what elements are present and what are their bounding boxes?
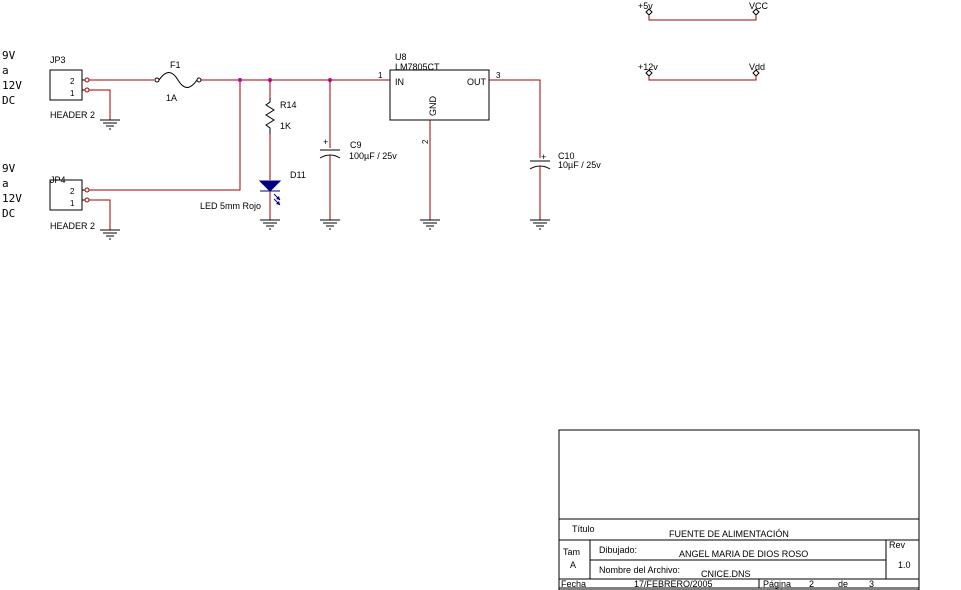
- size-label: Tam: [563, 547, 580, 557]
- regulator-body: [389, 69, 490, 121]
- jp4-body: [49, 179, 83, 211]
- ground-icon: [320, 219, 340, 230]
- c9-polarity: +: [323, 137, 328, 147]
- jp3-voltage-line-4: DC: [2, 94, 15, 107]
- jp3-body: [49, 69, 83, 101]
- regulator-pin-2: 2: [421, 139, 430, 144]
- regulator-ref: U8: [395, 52, 407, 62]
- regulator-gnd-label: GND: [428, 96, 438, 117]
- rail-12v-vdd: +12v Vdd: [638, 62, 765, 81]
- resistor-ref: R14: [280, 100, 297, 110]
- regulator-u8: U8 LM7805CT IN OUT GND 1 3 2: [378, 52, 501, 144]
- jp4-voltage-line-1: 9V: [2, 162, 16, 175]
- capacitor-c10: + C10 10µF / 25v: [529, 151, 601, 170]
- jp3-voltage-line-1: 9V: [2, 49, 16, 62]
- jp4-voltage-line-3: 12V: [2, 192, 22, 205]
- c10-value: 10µF / 25v: [558, 160, 601, 170]
- jp4-pin-1: 1: [70, 199, 75, 208]
- jp4-voltage-label: 9V a 12V DC: [2, 162, 22, 220]
- rail-5v-label: +5v: [638, 1, 653, 11]
- rail-12v-label: +12v: [638, 62, 658, 72]
- regulator-pin-3: 3: [496, 71, 501, 80]
- title-label: Título: [572, 524, 595, 534]
- page-of-label: de: [838, 579, 848, 589]
- led-ref: D11: [290, 170, 306, 180]
- title-block: Título FUENTE DE ALIMENTACIÓN Tam A Dibu…: [558, 429, 920, 590]
- jp4-voltage-line-4: DC: [2, 207, 15, 220]
- regulator-in-label: IN: [395, 77, 404, 87]
- page-value: 2: [809, 579, 814, 589]
- rev-value: 1.0: [898, 560, 911, 570]
- jp4-header: JP4 2 1 HEADER 2: [49, 175, 95, 231]
- fuse-value: 1A: [166, 93, 177, 103]
- jp3-voltage-line-2: a: [2, 64, 9, 77]
- rail-5v-vcc: +5v VCC: [638, 1, 769, 21]
- jp4-voltage-line-2: a: [2, 177, 9, 190]
- size-value: A: [570, 560, 576, 570]
- ground-icon: [100, 229, 120, 240]
- resistor-value: 1K: [280, 121, 291, 131]
- filename-label: Nombre del Archivo:: [599, 565, 680, 575]
- ground-icon: [260, 219, 280, 230]
- ground-icon: [420, 219, 440, 230]
- jp4-pin-2: 2: [70, 187, 75, 196]
- capacitor-c9: + C9 100µF / 25v: [319, 137, 397, 161]
- jp3-name: HEADER 2: [50, 110, 95, 120]
- regulator-out-label: OUT: [467, 77, 487, 87]
- fuse-ref: F1: [170, 60, 181, 70]
- rev-label: Rev: [889, 540, 906, 550]
- jp3-voltage-line-3: 12V: [2, 79, 22, 92]
- drawn-label: Dibujado:: [599, 545, 637, 555]
- fuse-f1: F1 1A: [154, 60, 202, 103]
- resistor-r14: R14 1K: [265, 98, 297, 134]
- regulator-part: LM7805CT: [395, 62, 440, 72]
- date-label: Fecha: [561, 579, 586, 589]
- rail-vdd-label: Vdd: [749, 62, 765, 72]
- jp4-name: HEADER 2: [50, 221, 95, 231]
- title-value: FUENTE DE ALIMENTACIÓN: [669, 529, 789, 539]
- ground-icon: [530, 219, 550, 230]
- c10-polarity: +: [541, 152, 546, 162]
- jp3-header: JP3 2 1 HEADER 2: [49, 55, 95, 120]
- jp3-ref: JP3: [50, 55, 66, 65]
- ground-icon: [100, 119, 120, 130]
- led-d11: D11 LED 5mm Rojo: [200, 170, 306, 211]
- led-value: LED 5mm Rojo: [200, 201, 261, 211]
- regulator-pin-1: 1: [378, 71, 383, 80]
- drawn-value: ANGEL MARIA DE DIOS ROSO: [679, 549, 808, 559]
- jp3-pin-1: 1: [70, 89, 75, 98]
- c9-ref: C9: [350, 140, 362, 150]
- date-value: 17/FEBRERO/2005: [634, 579, 713, 589]
- rail-vcc-label: VCC: [749, 1, 769, 11]
- page-label: Página: [763, 579, 791, 589]
- filename-value: CNICE.DNS: [701, 569, 751, 579]
- page-total: 3: [869, 579, 874, 589]
- c10-ref: C10: [558, 151, 575, 161]
- jp3-pin-2: 2: [70, 77, 75, 86]
- junction-dot: [238, 78, 242, 82]
- c9-value: 100µF / 25v: [349, 151, 397, 161]
- jp3-voltage-label: 9V a 12V DC: [2, 49, 22, 107]
